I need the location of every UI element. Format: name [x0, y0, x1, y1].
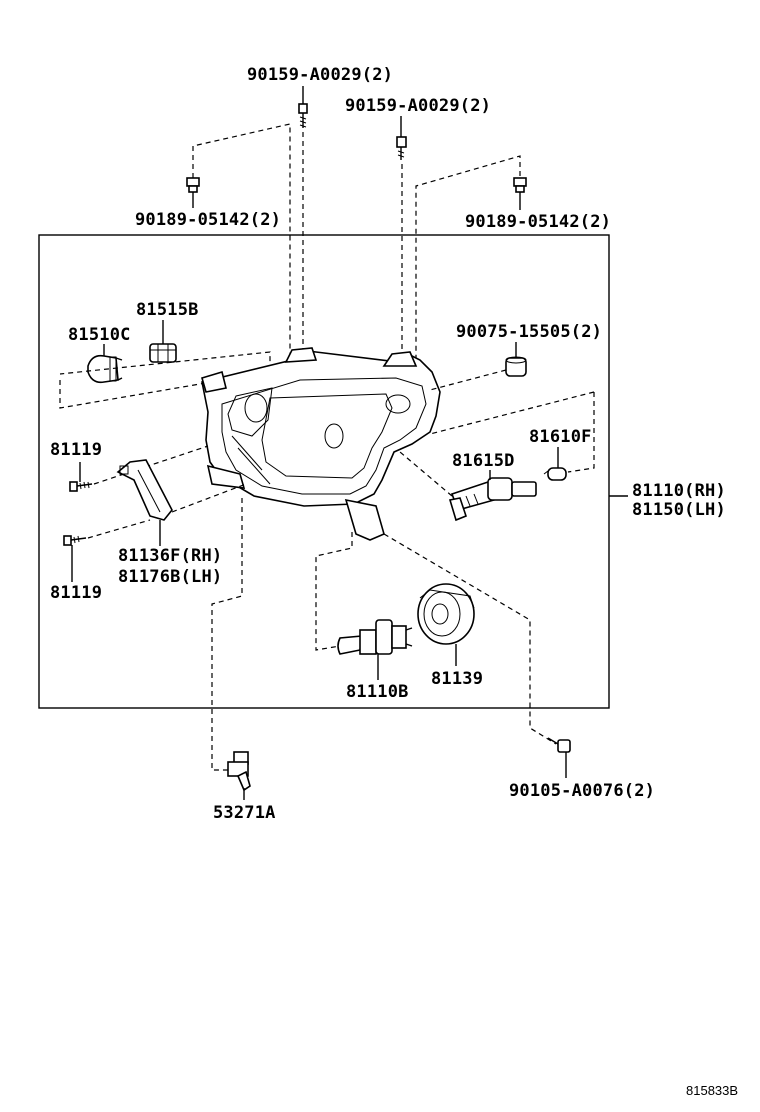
label-bolt-81119-top: 81119: [50, 440, 102, 460]
dash-clip-left: [192, 123, 291, 362]
label-clip-left: 90189-05142(2): [135, 210, 281, 230]
socket-81515b-icon: [149, 343, 177, 363]
dash-clip-right: [415, 155, 521, 364]
bushing-90075-icon: [505, 356, 527, 377]
assembly-frame: [38, 234, 610, 709]
label-assembly-lh: 81150(LH): [632, 500, 726, 520]
label-actuator-53271a: 53271A: [213, 803, 276, 823]
screw-top-right-icon: [396, 136, 407, 160]
label-screw-top-right: 90159-A0029(2): [345, 96, 491, 116]
label-screw-top-center: 90159-A0029(2): [247, 65, 393, 85]
label-bulb-81110b: 81110B: [346, 682, 409, 702]
socket-81615d-icon: [448, 477, 537, 522]
label-cover-81139: 81139: [431, 669, 483, 689]
clip-right-icon: [513, 177, 527, 198]
label-socket-81515b: 81515B: [136, 300, 199, 320]
label-bulb-81510c: 81510C: [68, 325, 131, 345]
dash-right-upper: [429, 391, 595, 435]
dash-bolt-top: [93, 445, 209, 485]
bolt-81119-bottom-icon: [63, 535, 87, 546]
dash-cover-81139: [383, 533, 557, 745]
bracket-81136f-icon: [116, 459, 173, 521]
dash-actuator: [211, 498, 243, 771]
bolt-81119-top-icon: [69, 481, 93, 492]
bolt-90105-icon: [547, 737, 571, 753]
bulb-81110b-icon: [337, 619, 413, 655]
dash-right-socket-housing: [399, 451, 453, 497]
headlamp-housing-icon: [201, 347, 441, 541]
dash-bolt-bottom: [87, 519, 151, 539]
cover-81139-icon: [417, 583, 475, 645]
label-socket-81615d: 81615D: [452, 451, 515, 471]
actuator-53271a-icon: [227, 751, 251, 792]
label-assembly-rh: 81110(RH): [632, 481, 726, 501]
label-clip-right: 90189-05142(2): [465, 212, 611, 232]
label-bolt-81119-bottom: 81119: [50, 583, 102, 603]
bulb-81510c-icon: [87, 354, 123, 384]
label-bracket-rh: 81136F(RH): [118, 546, 222, 566]
figure-code: 815833B: [686, 1083, 738, 1098]
clip-left-icon: [186, 177, 200, 198]
label-bulb-81610f: 81610F: [529, 427, 592, 447]
bulb-81610f-icon: [543, 467, 567, 481]
dash-right-socket: [567, 392, 595, 473]
label-bolt-90105: 90105-A0076(2): [509, 781, 655, 801]
label-bushing-90075: 90075-15505(2): [456, 322, 602, 342]
dash-bushing: [429, 369, 507, 391]
label-bracket-lh: 81176B(LH): [118, 567, 222, 587]
dash-bracket: [171, 483, 247, 513]
dash-bulb-81110b: [315, 532, 353, 651]
screw-top-center-icon: [298, 103, 308, 128]
dash-left-bulbs: [59, 351, 271, 409]
